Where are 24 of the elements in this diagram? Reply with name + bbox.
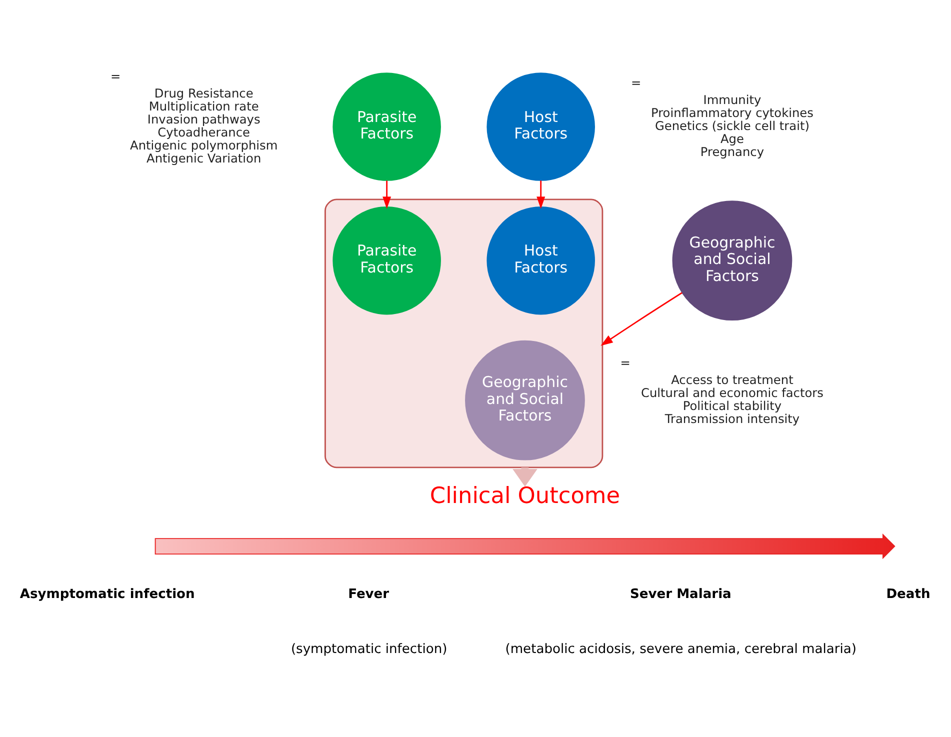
node-label: = bbox=[620, 356, 630, 370]
arrow bbox=[536, 180, 546, 209]
label: (symptomatic infection) bbox=[290, 642, 448, 657]
label: Sever Malaria bbox=[630, 586, 732, 602]
node-circle: Geographic and Social Factors bbox=[465, 340, 585, 460]
node-label: = bbox=[110, 69, 121, 84]
cluster bbox=[324, 198, 604, 468]
node-circle: Geographic and Social Factors bbox=[672, 200, 792, 321]
arrow bbox=[600, 292, 682, 346]
label: (metabolic acidosis, severe anemia, cerebral malaria) bbox=[505, 642, 856, 657]
arrow bbox=[382, 180, 392, 209]
label: Asymptomatic infection bbox=[20, 586, 195, 602]
node-label: = bbox=[630, 76, 642, 90]
node-text: Drug Resistance Multiplication rate Invasion pathways Cytoadherance Antigenic polymorphism Antigenic Variation bbox=[130, 86, 278, 166]
node-bar bbox=[154, 534, 896, 560]
node-text: Immunity Proinflammatory cytokines Genetics (sickle cell trait) Age Pregnancy bbox=[650, 92, 814, 160]
node-circle: Parasite Factors bbox=[332, 72, 441, 181]
label: Fever bbox=[348, 586, 390, 602]
node-text: Access to treatment Cultural and economic factors Political stability Transmission intensity bbox=[640, 372, 824, 426]
node-circle: Host Factors bbox=[486, 72, 595, 181]
node-circle: Parasite Factors bbox=[332, 206, 441, 315]
node-circle: Host Factors bbox=[486, 206, 595, 315]
label: Death bbox=[886, 586, 930, 602]
node-text: Clinical Outcome bbox=[430, 483, 620, 510]
